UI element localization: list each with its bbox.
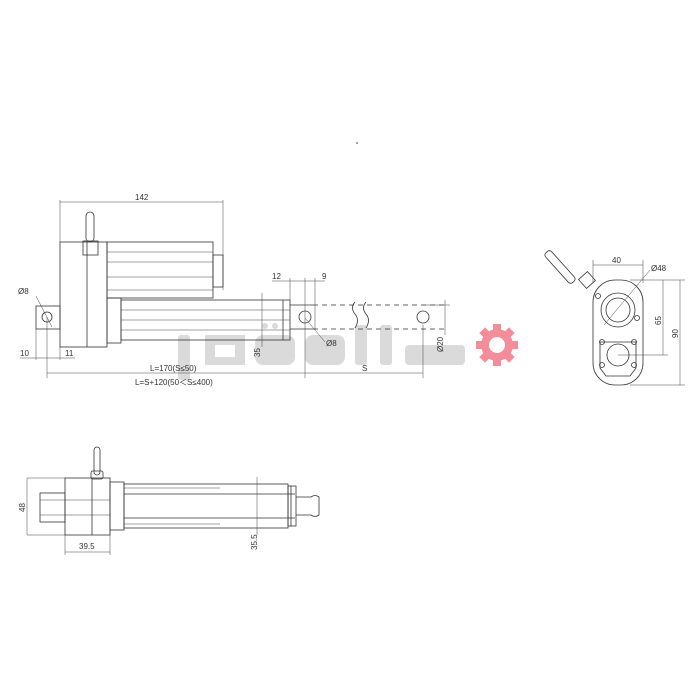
dim-dia-48: Ø48 bbox=[651, 264, 667, 273]
stray-dot bbox=[356, 142, 358, 144]
dim-90: 90 bbox=[671, 329, 680, 338]
dim-48: 48 bbox=[18, 503, 27, 512]
dim-stroke: S bbox=[362, 364, 367, 373]
end-view: 40 Ø48 65 90 bbox=[544, 250, 685, 386]
dim-40: 40 bbox=[612, 256, 621, 265]
top-view: 142 Ø8 Ø8 bbox=[18, 193, 450, 387]
dim-12: 12 bbox=[272, 272, 281, 281]
gear-logo-icon bbox=[476, 324, 518, 366]
dim-65: 65 bbox=[654, 316, 663, 325]
watermark bbox=[178, 323, 518, 380]
dim-rod-diameter: Ø20 bbox=[436, 336, 445, 352]
dim-10: 10 bbox=[20, 349, 29, 358]
dim-11: 11 bbox=[65, 349, 74, 358]
dim-rear-hole: Ø8 bbox=[18, 287, 29, 296]
length-short-stroke: L=170(S≤50) bbox=[150, 364, 197, 373]
dim-39-5: 39.5 bbox=[79, 542, 95, 551]
length-long-stroke: L=S+120(50＜S≤400) bbox=[135, 378, 213, 387]
dim-9: 9 bbox=[322, 272, 327, 281]
dim-142: 142 bbox=[135, 193, 149, 202]
dim-35: 35 bbox=[253, 348, 262, 357]
bottom-view: 48 39.5 35.5 bbox=[18, 446, 320, 555]
dim-35-5: 35.5 bbox=[250, 534, 259, 550]
dim-front-hole: Ø8 bbox=[326, 339, 337, 348]
